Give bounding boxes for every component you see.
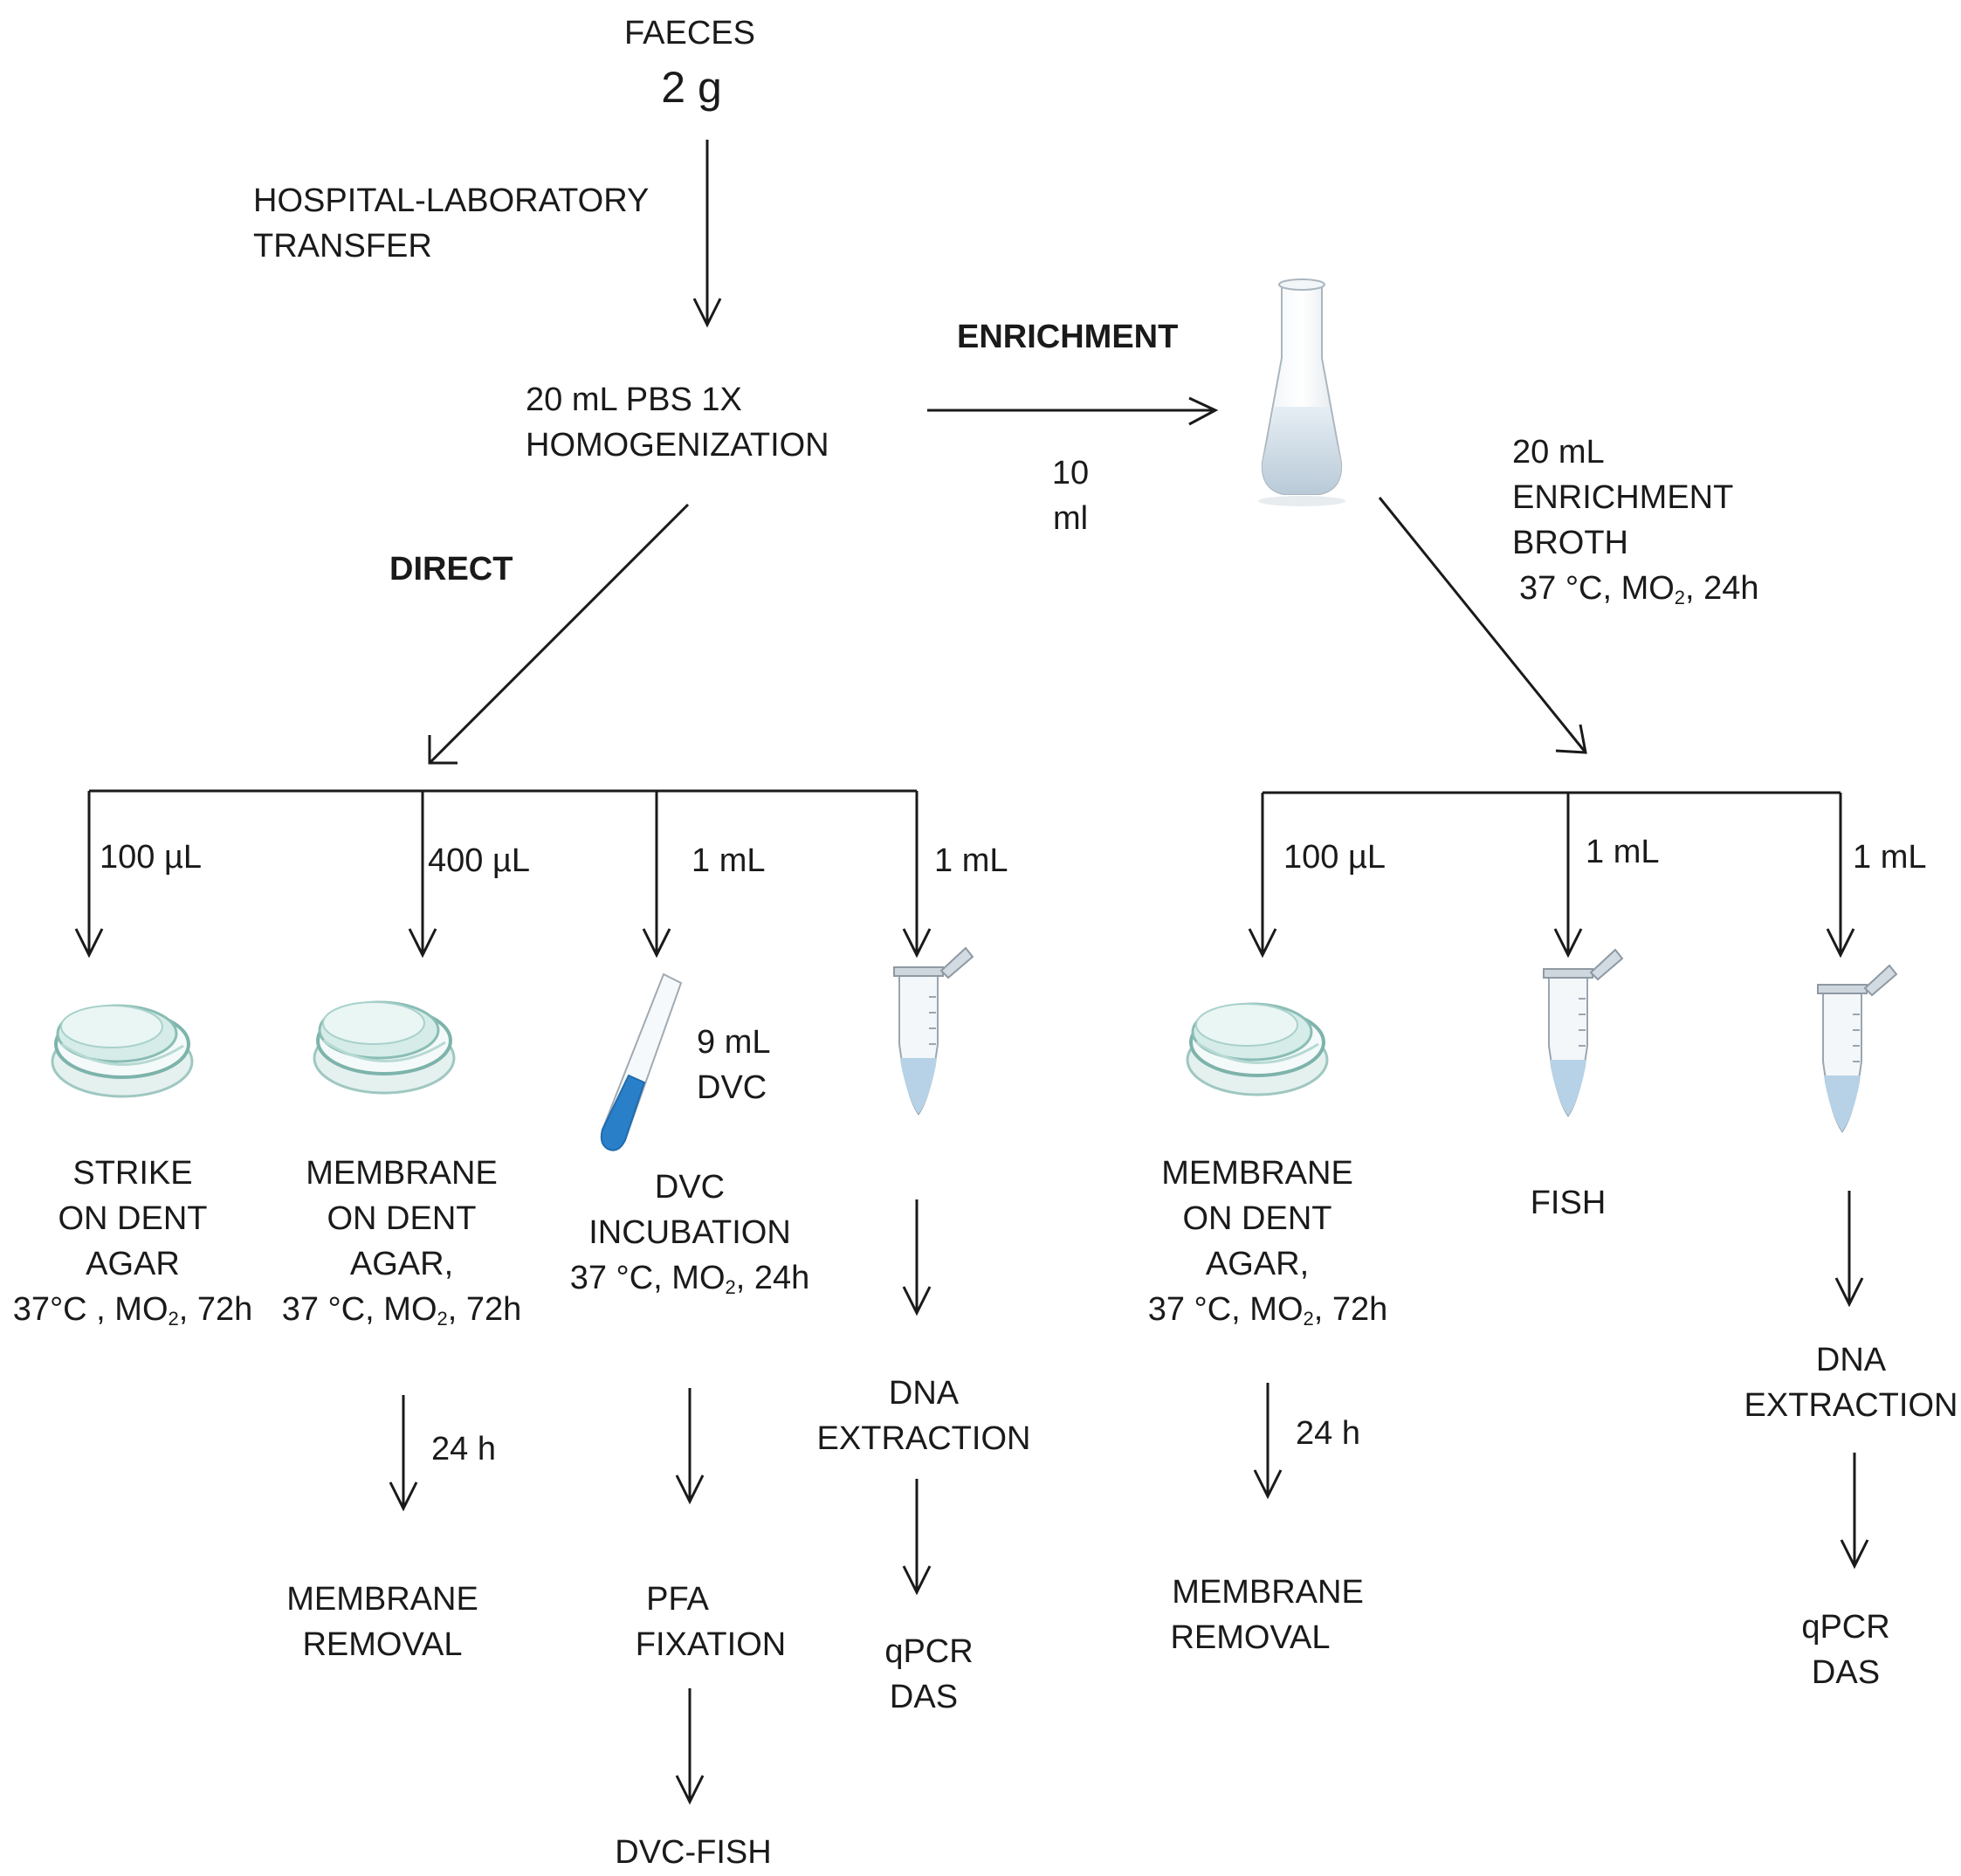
broth-label-2: ENRICHMENT xyxy=(1512,479,1734,516)
strike-label-3: AGAR xyxy=(86,1246,180,1282)
pfa-label-1: PFA xyxy=(646,1581,709,1618)
strike-label-2: ON DENT xyxy=(58,1200,208,1237)
dvc-fish-label: DVC-FISH xyxy=(615,1834,772,1871)
dvc-conditions: 37 °C, MO2, 24h xyxy=(569,1260,810,1298)
membrane-removal-2: REMOVAL xyxy=(302,1626,463,1663)
enriched-dna-extraction-label-1: DNA xyxy=(1815,1342,1887,1378)
enrichment-label: ENRICHMENT xyxy=(957,319,1179,355)
enriched-dna-extraction-label-2: EXTRACTION xyxy=(1744,1387,1958,1424)
enrichment-volume-1: 10 xyxy=(1051,455,1090,491)
strike-label-1: STRIKE xyxy=(72,1155,193,1192)
dvc-volume-note-1: 9 mL xyxy=(697,1024,771,1061)
homogenization-label-1: 20 mL PBS 1X xyxy=(526,381,742,418)
enriched-volume-3: 1 mL xyxy=(1853,839,1927,876)
dvc-volume-note-2: DVC xyxy=(697,1069,767,1106)
eppendorf-tube-icon xyxy=(893,947,974,1115)
transfer-label-1: HOSPITAL-LABORATORY xyxy=(253,182,650,219)
qpcr-label-1: qPCR xyxy=(884,1633,974,1670)
enriched-membrane-label-2: ON DENT xyxy=(1182,1200,1332,1237)
qpcr-label-2: DAS xyxy=(889,1679,959,1715)
membrane-label-1: MEMBRANE xyxy=(306,1155,498,1192)
direct-volume-1: 100 µL xyxy=(100,839,202,876)
membrane-time: 24 h xyxy=(431,1431,496,1467)
eppendorf-tube-icon xyxy=(1543,949,1623,1117)
enriched-volume-1: 100 µL xyxy=(1283,839,1386,876)
dvc-label-2: INCUBATION xyxy=(588,1214,791,1251)
petri-dish-icon xyxy=(51,1004,194,1098)
broth-label-3: BROTH xyxy=(1512,525,1628,561)
enriched-qpcr-label-1: qPCR xyxy=(1801,1609,1890,1646)
source-title: FAECES xyxy=(624,15,755,52)
direct-label: DIRECT xyxy=(389,551,513,588)
direct-volume-3: 1 mL xyxy=(692,842,766,879)
source-amount: 2 g xyxy=(661,63,722,112)
membrane-label-3: AGAR, xyxy=(349,1246,454,1282)
eppendorf-tube-icon xyxy=(1817,965,1897,1132)
direct-volume-4: 1 mL xyxy=(934,842,1008,879)
dna-extraction-label-2: EXTRACTION xyxy=(816,1420,1031,1457)
membrane-conditions: 37 °C, MO2, 72h xyxy=(281,1291,522,1330)
petri-dish-icon xyxy=(313,1000,456,1095)
test-tube-icon xyxy=(600,972,683,1151)
dvc-label-1: DVC xyxy=(654,1169,726,1206)
broth-label-1: 20 mL xyxy=(1512,434,1605,471)
membrane-label-2: ON DENT xyxy=(327,1200,477,1237)
enriched-membrane-removal-1: MEMBRANE xyxy=(1172,1574,1364,1611)
membrane-removal-1: MEMBRANE xyxy=(286,1581,478,1618)
arrow-direct xyxy=(428,503,690,765)
enriched-volume-2: 1 mL xyxy=(1586,834,1660,870)
arrow-enriched xyxy=(1378,497,1587,753)
homogenization-label-2: HOMOGENIZATION xyxy=(526,427,829,464)
flask-icon xyxy=(1258,278,1345,506)
petri-dish-icon xyxy=(1186,1002,1329,1096)
pfa-label-2: FIXATION xyxy=(635,1626,787,1663)
enriched-membrane-removal-2: REMOVAL xyxy=(1170,1619,1331,1656)
direct-volume-2: 400 µL xyxy=(428,842,530,879)
broth-conditions: 37 °C, MO2, 24h xyxy=(1519,570,1759,608)
enriched-membrane-label-1: MEMBRANE xyxy=(1161,1155,1353,1192)
transfer-label-2: TRANSFER xyxy=(253,228,432,265)
strike-conditions: 37°C , MO2, 72h xyxy=(12,1291,253,1330)
enrichment-volume-2: ml xyxy=(1052,500,1089,537)
dna-extraction-label-1: DNA xyxy=(888,1375,960,1412)
enriched-membrane-label-3: AGAR, xyxy=(1205,1246,1310,1282)
enriched-membrane-time: 24 h xyxy=(1296,1415,1360,1452)
enriched-qpcr-label-2: DAS xyxy=(1811,1654,1881,1691)
fish-label: FISH xyxy=(1530,1185,1607,1221)
enriched-membrane-conditions: 37 °C, MO2, 72h xyxy=(1147,1291,1388,1330)
